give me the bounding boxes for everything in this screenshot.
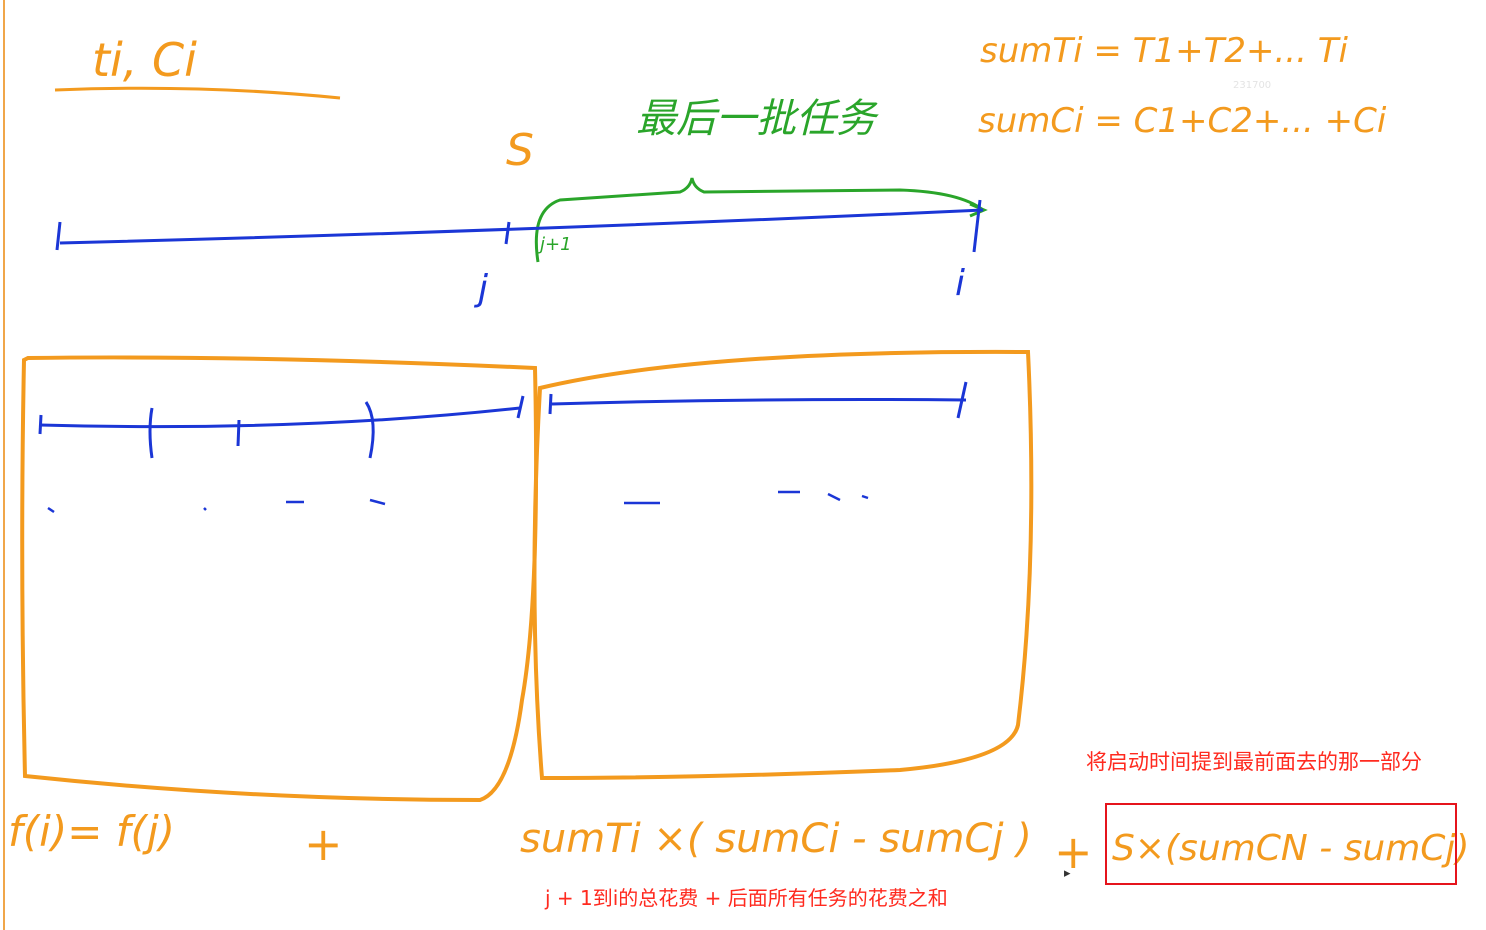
right-inner-end-tick [956,381,968,419]
left-inner-end-tick [516,395,525,419]
brace-arrow-head [969,202,988,218]
watermark-text: 231700 [1233,80,1272,91]
right-dashes [624,490,869,505]
timeline-j-tick [504,221,511,245]
mouse-cursor-icon: ▸ [1064,866,1071,881]
sum-c-formula: sumCi = C1+C2+... +Ci [978,101,1387,141]
left-inner-tick-1 [38,414,43,435]
startup-cost-highlight-box [1105,803,1457,885]
header-vars-text: ti, Ci [92,33,197,87]
i-label: i [955,263,965,304]
middle-term: sumTi ×( sumCi - sumCj ) [520,816,1032,862]
last-batch-brace [534,177,984,263]
right-batch-box [532,349,1034,781]
right-inner-timeline [551,398,967,406]
left-inner-tick-4 [364,401,375,459]
last-batch-label: 最后一批任务 [636,96,879,142]
left-dashes [47,498,386,514]
right-inner-start-tick [548,393,553,415]
total-cost-note: j + 1到i的总花费 + 后面所有任务的花费之和 [545,886,948,910]
timeline-i-tick [972,199,982,253]
boxed-term: S×(sumCN - sumCj) [1112,828,1469,869]
plus-sign-2: + [1054,825,1093,879]
left-inner-tick-2 [148,407,154,459]
left-inner-tick-3 [236,419,241,447]
plus-sign-1: + [304,817,343,871]
startup-cost-note: 将启动时间提到最前面去的那一部分 [1086,750,1422,774]
s-label: S [506,125,534,176]
left-subproblem-box [20,355,539,803]
sum-t-formula: sumTi = T1+T2+... Ti [980,31,1348,71]
j-plus-one-label: j+1 [537,234,572,255]
header-underline [54,86,341,100]
left-inner-timeline [39,406,521,429]
timeline-start-tick [55,221,62,251]
left-margin-line [3,0,5,930]
main-timeline [59,208,984,245]
f-formula: f(i)= f(j) [8,807,175,856]
j-label: j [473,268,488,309]
